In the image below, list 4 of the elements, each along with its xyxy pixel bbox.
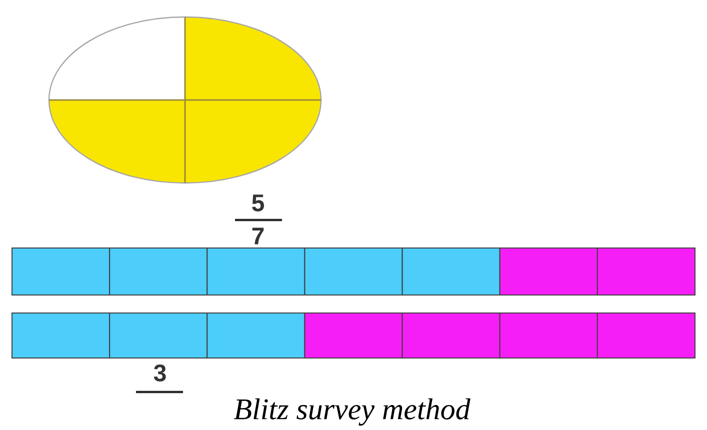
fraction-number: 5: [252, 194, 264, 212]
fraction-number: 3: [154, 364, 166, 382]
caption: Blitz survey method: [234, 398, 470, 426]
fraction-number: 7: [252, 228, 264, 244]
